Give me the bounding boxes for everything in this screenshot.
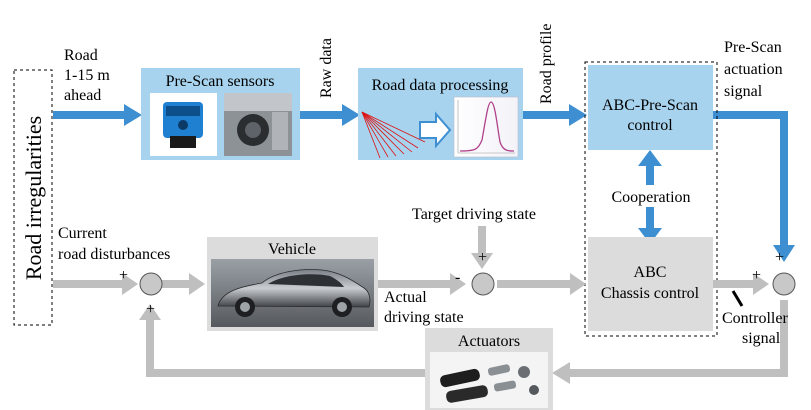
sports-car-image [211, 259, 374, 327]
laser-beams-image [361, 111, 426, 159]
gray-arrow-sum1-to-vehicle [162, 273, 205, 295]
minus-sign-sum2-left: - [455, 269, 460, 286]
gray-arrow-disturbances-to-sum1 [53, 273, 138, 295]
blue-arrow-road-to-sensors [53, 104, 142, 126]
abc-chassis-line-2: Chassis control [601, 285, 700, 302]
abc-chassis-control-box [588, 237, 713, 331]
road-profile-plot-image [453, 96, 519, 158]
abc-prescan-control-box [588, 65, 713, 150]
road-profile-label: Road profile [538, 24, 555, 104]
sum-junction-1 [139, 272, 163, 296]
road-ahead-line-1: Road [64, 47, 98, 64]
laser-scanner-image [150, 93, 217, 156]
blue-arrow-processing-to-prescan [522, 104, 587, 126]
blue-arrow-sensors-to-processing [300, 104, 360, 126]
gray-arrow-sum2-to-chassis [497, 273, 586, 295]
current-road-line-2: road disturbances [58, 246, 170, 263]
plus-sign-sum2-top: + [478, 249, 487, 266]
actual-driving-line-1: Actual [384, 289, 427, 306]
sum-junction-3 [772, 272, 796, 296]
blue-arrow-prescan-signal [713, 111, 795, 262]
raw-data-label: Raw data [318, 38, 335, 98]
abc-prescan-line-2: control [627, 117, 673, 134]
controller-signal-tick [731, 290, 744, 307]
road-ahead-line-2: 1-15 m [64, 67, 110, 84]
road-irregularities-box [13, 69, 53, 326]
controller-signal-line-2: signal [742, 330, 781, 347]
prescan-signal-line-2: actuation [724, 61, 783, 78]
gray-arrow-chassis-to-sum3 [713, 273, 769, 295]
target-driving-state-label: Target driving state [412, 206, 536, 223]
cooperation-label-bg [600, 185, 702, 207]
actual-driving-line-2: driving state [384, 309, 464, 326]
gray-arrow-actuators-to-sum1 [139, 304, 425, 377]
road-irregularities-label: Road irregularities [21, 116, 46, 280]
gray-arrow-vehicle-to-sum2 [378, 273, 466, 295]
road-data-processing-title: Road data processing [372, 77, 509, 94]
gray-arrow-target-to-sum2 [471, 226, 493, 269]
sum-junction-2 [471, 272, 495, 296]
gray-arrow-sum3-to-actuators [552, 300, 788, 384]
abc-prescan-line-1: ABC-Pre-Scan [602, 97, 698, 114]
shock-absorbers-image [430, 352, 548, 408]
prescan-signal-line-1: Pre-Scan [724, 39, 782, 56]
road-ahead-line-3: ahead [64, 87, 101, 104]
plus-sign-sum1-left: + [119, 267, 128, 284]
plus-sign-sum3-top: + [775, 249, 784, 266]
plus-sign-sum1-bottom: + [146, 301, 155, 318]
control-area-box [584, 61, 718, 337]
pre-scan-sensors-title: Pre-Scan sensors [166, 73, 275, 90]
actuators-title: Actuators [458, 333, 520, 350]
prescan-signal-line-3: signal [724, 83, 763, 100]
processing-arrow-icon [419, 111, 452, 149]
vehicle-title: Vehicle [268, 241, 316, 258]
cooperation-label: Cooperation [611, 189, 690, 206]
abc-chassis-line-1: ABC [634, 264, 667, 281]
plus-sign-sum3-left: + [752, 267, 761, 284]
camera-sensor-image [224, 93, 292, 156]
current-road-line-1: Current [58, 225, 107, 242]
controller-signal-line-1: Controller [722, 310, 788, 327]
